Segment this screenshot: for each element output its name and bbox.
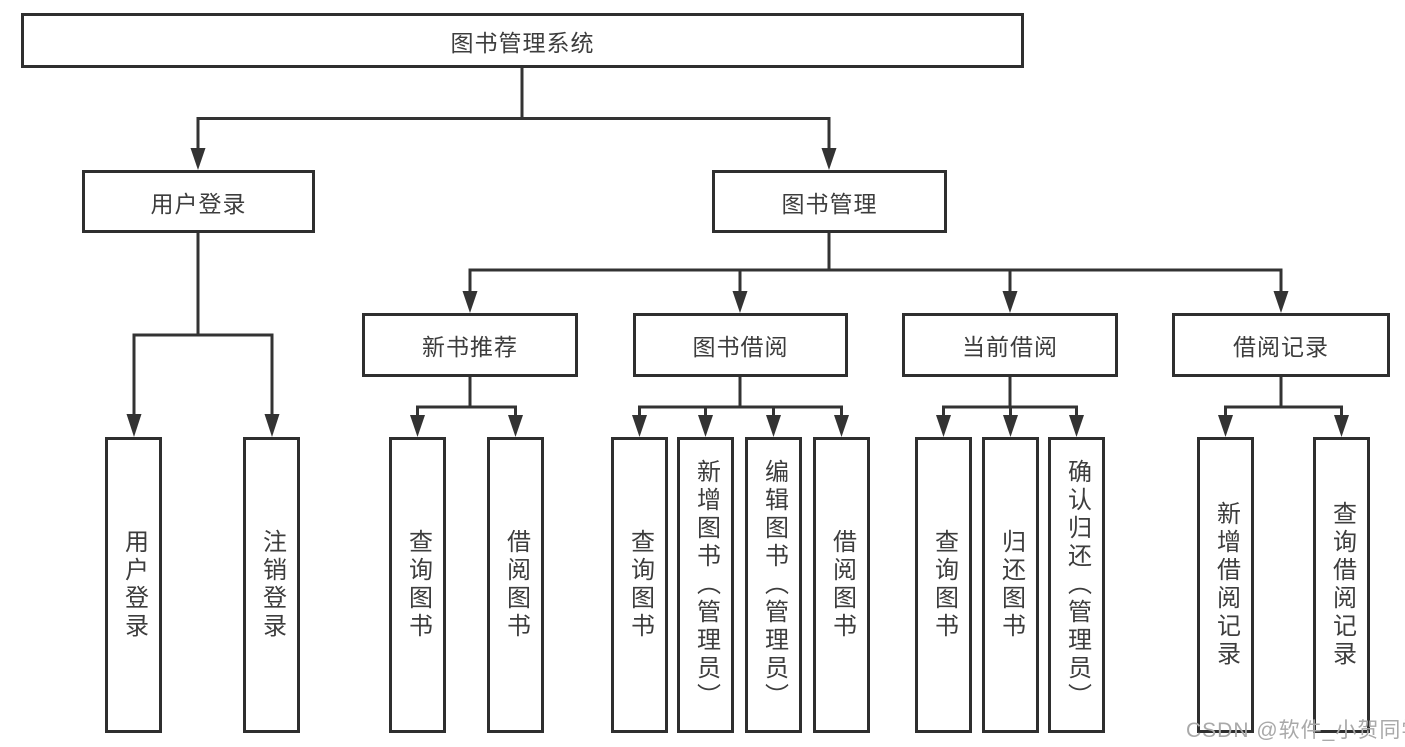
leaf-borrow-query-books: 查询图书	[611, 437, 668, 733]
leaf-current-return-books: 归还图书	[982, 437, 1039, 733]
leaf-user-login: 用户登录	[105, 437, 162, 733]
connector-book-mgmt-to-level3	[462, 233, 1289, 313]
leaf-newbook-borrow-books: 借阅图书	[487, 437, 544, 733]
node-borrow-record: 借阅记录	[1172, 313, 1390, 377]
node-book-borrow: 图书借阅	[633, 313, 848, 377]
leaf-record-query: 查询借阅记录	[1313, 437, 1370, 733]
connector-root-to-level2	[190, 68, 837, 170]
connector-borrow-record-group	[1218, 377, 1349, 437]
leaf-borrow-add-books-admin: 新增图书（管理员）	[677, 437, 734, 733]
leaf-borrow-edit-books-admin: 编辑图书（管理员）	[745, 437, 802, 733]
leaf-newbook-query-books: 查询图书	[389, 437, 446, 733]
leaf-borrow-borrow-books: 借阅图书	[813, 437, 870, 733]
connector-book-borrow-group	[632, 377, 849, 437]
leaf-record-add: 新增借阅记录	[1197, 437, 1254, 733]
connector-user-login-group	[126, 233, 280, 437]
connector-current-borrow-group	[936, 377, 1084, 437]
leaf-logout: 注销登录	[243, 437, 300, 733]
csdn-watermark: CSDN @软件_小贺同学	[1186, 719, 1405, 742]
node-current-borrow: 当前借阅	[902, 313, 1118, 377]
node-book-management-module: 图书管理	[712, 170, 947, 233]
node-new-book-recommend: 新书推荐	[362, 313, 578, 377]
node-user-login-module: 用户登录	[82, 170, 315, 233]
leaf-current-query-books: 查询图书	[915, 437, 972, 733]
connector-newbook-group	[410, 377, 523, 437]
leaf-current-confirm-return-admin: 确认归还（管理员）	[1048, 437, 1105, 733]
node-root-system: 图书管理系统	[21, 13, 1024, 68]
